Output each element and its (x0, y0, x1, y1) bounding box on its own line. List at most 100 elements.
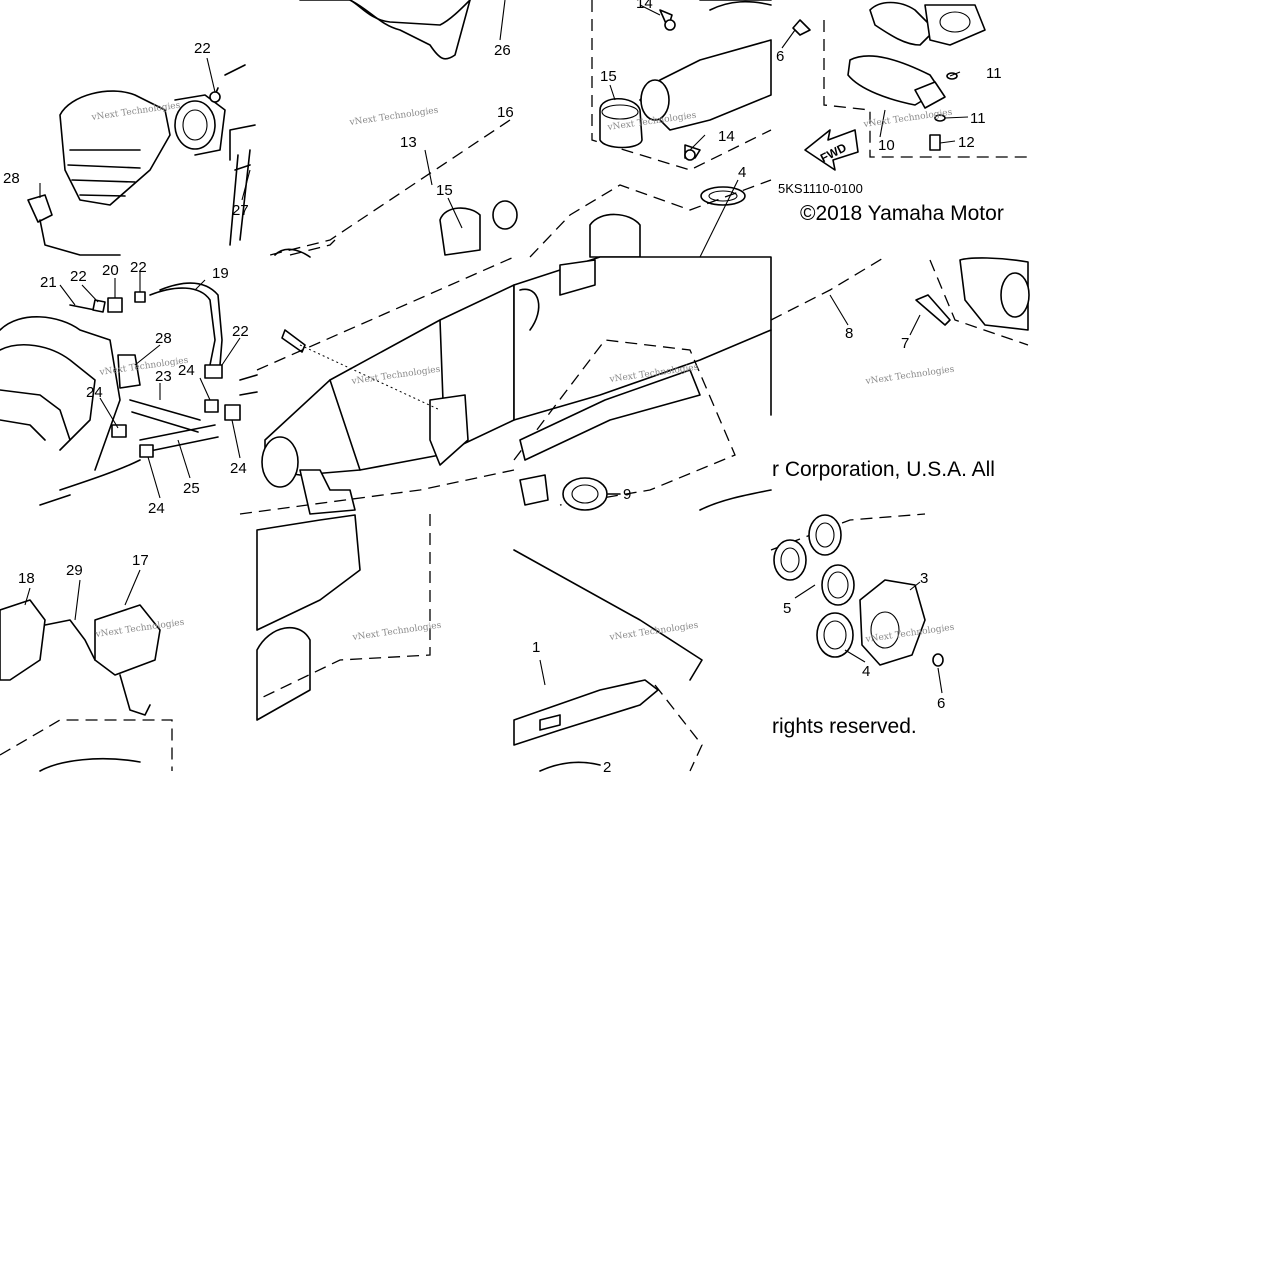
gasket-5-upper (773, 539, 807, 581)
tile-center-muffler-right (513, 256, 772, 511)
clip-24-a (204, 399, 219, 413)
clip-22-b (134, 291, 146, 303)
throttle-body-part (59, 90, 171, 206)
pipe-part (589, 213, 641, 258)
heat-shield-1-part (513, 679, 659, 746)
heat-shield-part (519, 369, 701, 461)
dashed-box-right (823, 20, 1028, 158)
frame-tube (0, 316, 121, 471)
watermark-4: vNext Technologies (862, 108, 953, 131)
tile-center-muffler-left (239, 256, 515, 515)
callout-22-top: 22 (194, 40, 211, 57)
callout-labels: 1 2 3 4 4 4 5 6 6 7 8 9 10 11 11 12 13 1… (3, 0, 1002, 776)
callout-22-b: 22 (130, 259, 147, 276)
intake-joint (174, 94, 226, 156)
tile-top-right (792, 1, 1028, 171)
gasket-4-lower (816, 612, 854, 658)
callout-4-bottom: 4 (862, 663, 870, 680)
dashed-guide-8 (770, 256, 886, 321)
callout-5: 5 (783, 600, 791, 617)
gasket-5-part (821, 564, 855, 606)
gasket-15-upper-part (599, 98, 643, 149)
callout-13: 13 (400, 134, 417, 151)
callout-6-top: 6 (776, 48, 784, 65)
callout-23: 23 (155, 368, 172, 385)
watermark-5: vNext Technologies (98, 356, 189, 379)
fitting-28-part (27, 194, 53, 223)
clip-24-d (139, 444, 154, 458)
inlet-part (261, 436, 299, 488)
callout-21: 21 (40, 274, 57, 291)
callout-16: 16 (497, 104, 514, 121)
callout-22-c: 22 (232, 323, 249, 340)
callout-3: 3 (920, 570, 928, 587)
flange-3-part (859, 579, 926, 666)
callout-19: 19 (212, 265, 229, 282)
exhaust-pipe-upper (869, 1, 936, 46)
joint-part (299, 469, 356, 515)
callout-1: 1 (532, 639, 540, 656)
tile-left-middle (0, 282, 258, 506)
callout-15-center: 15 (436, 182, 453, 199)
hose-23 (129, 399, 201, 433)
tile-bottom-right (770, 513, 944, 667)
dashed-box-bottom-left (0, 719, 173, 771)
callout-2: 2 (603, 759, 611, 776)
copyright-line-2: r Corporation, U.S.A. All (772, 458, 995, 481)
callout-18: 18 (18, 570, 35, 587)
callout-7: 7 (901, 335, 909, 352)
callout-24-a: 24 (178, 362, 195, 379)
engine-fins (67, 149, 141, 197)
muffler-top-part (699, 0, 772, 11)
gasket-4-upper (808, 514, 842, 556)
hose-26 (299, 0, 471, 26)
tailpipe-part (256, 626, 311, 721)
leader-lines (24, 0, 969, 694)
callout-20: 20 (102, 262, 119, 279)
bolt-part (281, 329, 306, 353)
hose-25 (139, 424, 219, 453)
flange-part (924, 4, 986, 46)
vacuum-hose (39, 219, 121, 256)
callout-22-a: 22 (70, 268, 87, 285)
dashed-guide-muffler (256, 256, 515, 371)
dashed-box-upper (591, 0, 772, 171)
intake-flange-part (174, 100, 216, 150)
callout-29: 29 (66, 562, 83, 579)
tile-bottom-center-right (513, 549, 703, 772)
hose-21 (69, 304, 96, 311)
callout-8: 8 (845, 325, 853, 342)
callout-24-d: 24 (148, 500, 165, 517)
clip-24-b (224, 404, 241, 421)
hose-19 (149, 287, 216, 366)
tile-bottom-left (0, 599, 173, 772)
clip-22-a (92, 299, 106, 313)
bolt-7-part (915, 294, 951, 326)
watermark-8: vNext Technologies (864, 365, 955, 388)
watermark-11: vNext Technologies (608, 621, 699, 644)
fitting-18-part (0, 599, 46, 681)
callout-10: 10 (878, 137, 895, 154)
dashed-box-heat-shield (513, 339, 736, 506)
muffler-lower-part (256, 514, 361, 631)
dashed-box-lower (256, 514, 431, 701)
callout-11-upper: 11 (986, 65, 1002, 82)
diagram-code: 5KS1110-0100 (778, 181, 863, 196)
nut-6-part (792, 19, 811, 36)
callout-27: 27 (232, 202, 249, 219)
callout-17: 17 (132, 552, 149, 569)
frame-bracket (229, 124, 256, 171)
callout-6-bottom: 6 (937, 695, 945, 712)
callout-24-c: 24 (230, 460, 247, 477)
callout-4-top: 4 (738, 164, 746, 181)
callout-25: 25 (183, 480, 200, 497)
canister-17-part (94, 604, 161, 676)
copyright-line-1: ©2018 Yamaha Motor (800, 202, 1004, 225)
callout-28-top: 28 (3, 170, 20, 187)
clip-24-c (111, 424, 127, 438)
callout-14-top: 14 (636, 0, 653, 12)
callout-26: 26 (494, 42, 511, 59)
bolt-12-part (929, 134, 941, 151)
